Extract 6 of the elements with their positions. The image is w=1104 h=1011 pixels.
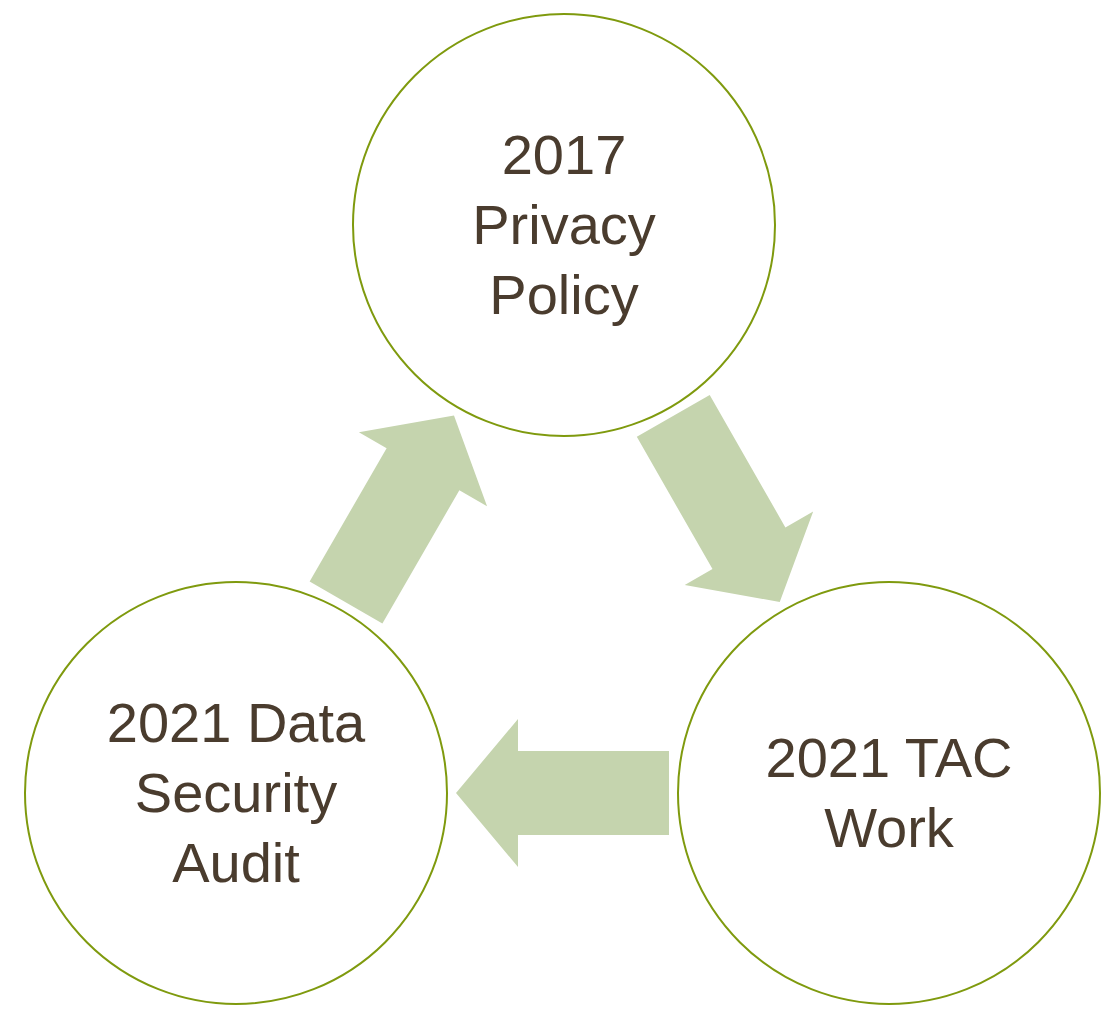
node-label: 2017 Privacy Policy [471, 122, 657, 328]
block-arrow [636, 395, 814, 603]
block-arrow [309, 415, 488, 624]
node-label: 2021 TAC Work [764, 725, 1014, 861]
block-arrow [456, 719, 669, 867]
node-label: 2021 Data Security Audit [105, 690, 367, 896]
